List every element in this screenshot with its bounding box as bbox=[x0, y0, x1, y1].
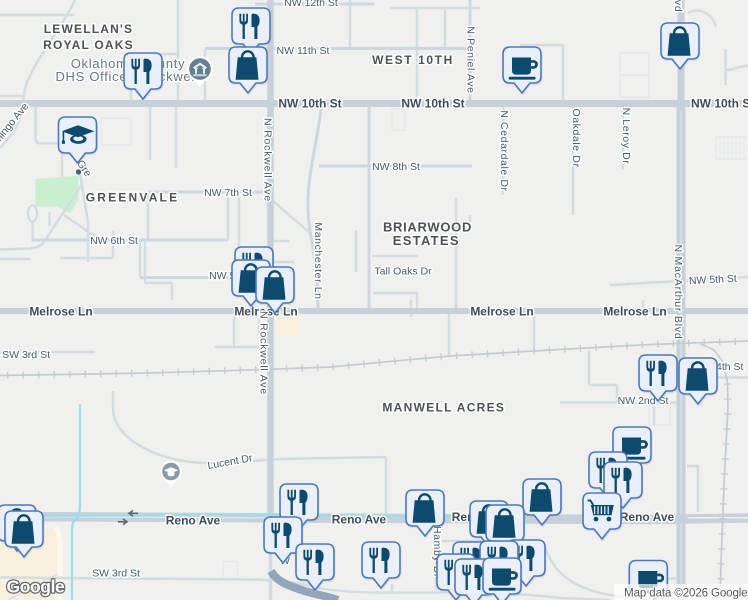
svg-text:BRIARWOOD: BRIARWOOD bbox=[383, 219, 472, 234]
svg-text:ROYAL OAKS: ROYAL OAKS bbox=[43, 38, 134, 52]
svg-text:Google: Google bbox=[7, 577, 66, 597]
svg-text:NW 11th St: NW 11th St bbox=[277, 45, 330, 57]
svg-text:Reno Ave: Reno Ave bbox=[332, 513, 387, 527]
svg-text:ESTATES: ESTATES bbox=[393, 233, 460, 248]
svg-text:NW 10th St: NW 10th St bbox=[401, 97, 464, 111]
svg-text:MANWELL ACRES: MANWELL ACRES bbox=[382, 401, 505, 415]
svg-text:NW 12th St: NW 12th St bbox=[284, 0, 338, 9]
svg-text:Melrose Ln: Melrose Ln bbox=[29, 305, 92, 319]
svg-text:Melrose Ln: Melrose Ln bbox=[470, 305, 533, 319]
svg-text:Melrose Ln: Melrose Ln bbox=[234, 305, 297, 319]
svg-text:N Cedardale Dr: N Cedardale Dr bbox=[498, 110, 510, 191]
svg-text:N Rockwell Ave: N Rockwell Ave bbox=[262, 118, 274, 202]
svg-text:Reno Ave: Reno Ave bbox=[620, 510, 675, 524]
svg-text:N MacArthur Blvd: N MacArthur Blvd bbox=[672, 244, 684, 339]
svg-text:N Peniel Ave: N Peniel Ave bbox=[465, 26, 477, 93]
svg-text:GREENVALE: GREENVALE bbox=[86, 191, 180, 205]
svg-text:Oakdale Dr: Oakdale Dr bbox=[570, 108, 582, 167]
svg-text:NW 5th St: NW 5th St bbox=[689, 273, 737, 287]
svg-text:Reno Ave: Reno Ave bbox=[166, 514, 221, 528]
svg-text:SW 3rd St: SW 3rd St bbox=[92, 568, 140, 580]
svg-text:Map data ©2026 Google: Map data ©2026 Google bbox=[624, 588, 747, 600]
svg-text:NW 10th S: NW 10th S bbox=[691, 97, 748, 111]
svg-text:Manchester Ln: Manchester Ln bbox=[312, 222, 324, 299]
svg-text:NW 7th St: NW 7th St bbox=[204, 187, 252, 199]
svg-text:SW 3rd St: SW 3rd St bbox=[2, 349, 50, 361]
svg-text:N Rockwell Ave: N Rockwell Ave bbox=[258, 311, 270, 395]
svg-text:NW 10th St: NW 10th St bbox=[278, 97, 341, 111]
svg-text:N MacArthur Blvd: N MacArthur Blvd bbox=[672, 0, 684, 13]
svg-text:Tall Oaks Dr: Tall Oaks Dr bbox=[374, 266, 432, 278]
svg-text:WEST 10TH: WEST 10TH bbox=[372, 53, 454, 67]
svg-text:Melrose Ln: Melrose Ln bbox=[603, 305, 666, 319]
svg-text:NW 8th St: NW 8th St bbox=[372, 161, 420, 173]
svg-text:N Leroy Dr: N Leroy Dr bbox=[620, 108, 632, 165]
svg-text:NW 6th St: NW 6th St bbox=[90, 235, 138, 247]
svg-text:LEWELLAN'S: LEWELLAN'S bbox=[44, 22, 134, 36]
